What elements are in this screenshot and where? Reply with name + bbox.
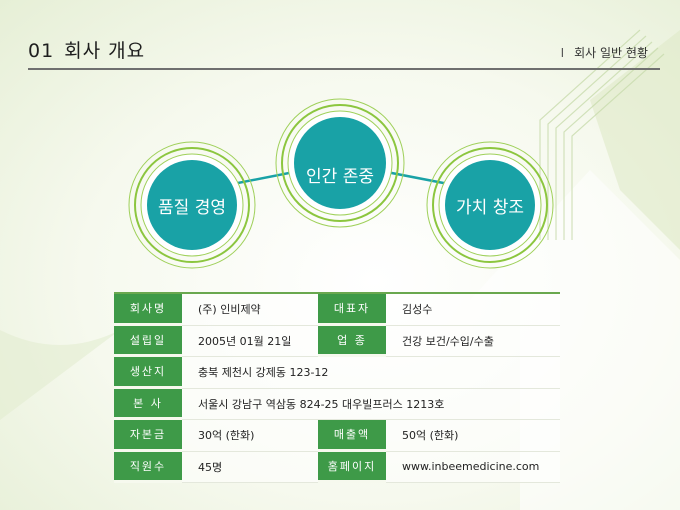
circle-value <box>426 141 554 269</box>
table-row: 회사명 (주) 인비제약 대표자 김성수 <box>114 292 560 326</box>
company-info-table: 회사명 (주) 인비제약 대표자 김성수 설립일 2005년 01월 21일 업… <box>114 292 560 483</box>
row-label: 홈페이지 <box>318 451 386 483</box>
header-divider <box>28 68 660 70</box>
breadcrumb: I 회사 일반 현황 <box>561 44 648 61</box>
circle-quality <box>128 141 256 269</box>
breadcrumb-label: 회사 일반 현황 <box>574 46 648 60</box>
row-value: 김성수 <box>386 292 560 326</box>
row-label: 생산지 <box>114 357 182 389</box>
circle-respect <box>275 98 405 228</box>
row-value: (주) 인비제약 <box>182 292 318 326</box>
breadcrumb-separator: I <box>560 46 565 60</box>
row-value: 2005년 01월 21일 <box>182 325 318 357</box>
circle-label-respect: 인간 존중 <box>306 167 374 187</box>
table-row: 본 사 서울시 강남구 역삼동 824-25 대우빌프러스 1213호 <box>114 388 560 420</box>
table-row: 생산지 충북 제천시 강제동 123-12 <box>114 357 560 389</box>
section-number: 01 <box>28 40 55 62</box>
row-value: 서울시 강남구 역삼동 824-25 대우빌프러스 1213호 <box>182 388 560 420</box>
circle-label-value: 가치 창조 <box>456 198 524 218</box>
homepage-link[interactable]: www.inbeemedicine.com <box>386 451 560 483</box>
values-diagram <box>128 98 554 269</box>
row-label: 업 종 <box>318 325 386 357</box>
row-value: 30억 (한화) <box>182 420 318 452</box>
page-title: 01 회사 개요 <box>28 36 145 63</box>
table-row: 설립일 2005년 01월 21일 업 종 건강 보건/수입/수출 <box>114 325 560 357</box>
row-label: 직원수 <box>114 451 182 483</box>
row-value: 충북 제천시 강제동 123-12 <box>182 357 560 389</box>
row-value: 건강 보건/수입/수출 <box>386 325 560 357</box>
table-row: 자본금 30억 (한화) 매출액 50억 (한화) <box>114 420 560 452</box>
table-row: 직원수 45명 홈페이지 www.inbeemedicine.com <box>114 451 560 483</box>
row-label: 자본금 <box>114 420 182 452</box>
row-label: 회사명 <box>114 292 182 326</box>
row-value: 50억 (한화) <box>386 420 560 452</box>
section-title: 회사 개요 <box>64 40 146 62</box>
row-label: 설립일 <box>114 325 182 357</box>
row-label: 본 사 <box>114 388 182 420</box>
row-value: 45명 <box>182 451 318 483</box>
row-label: 대표자 <box>318 292 386 326</box>
circle-label-quality: 품질 경영 <box>158 198 226 218</box>
row-label: 매출액 <box>318 420 386 452</box>
